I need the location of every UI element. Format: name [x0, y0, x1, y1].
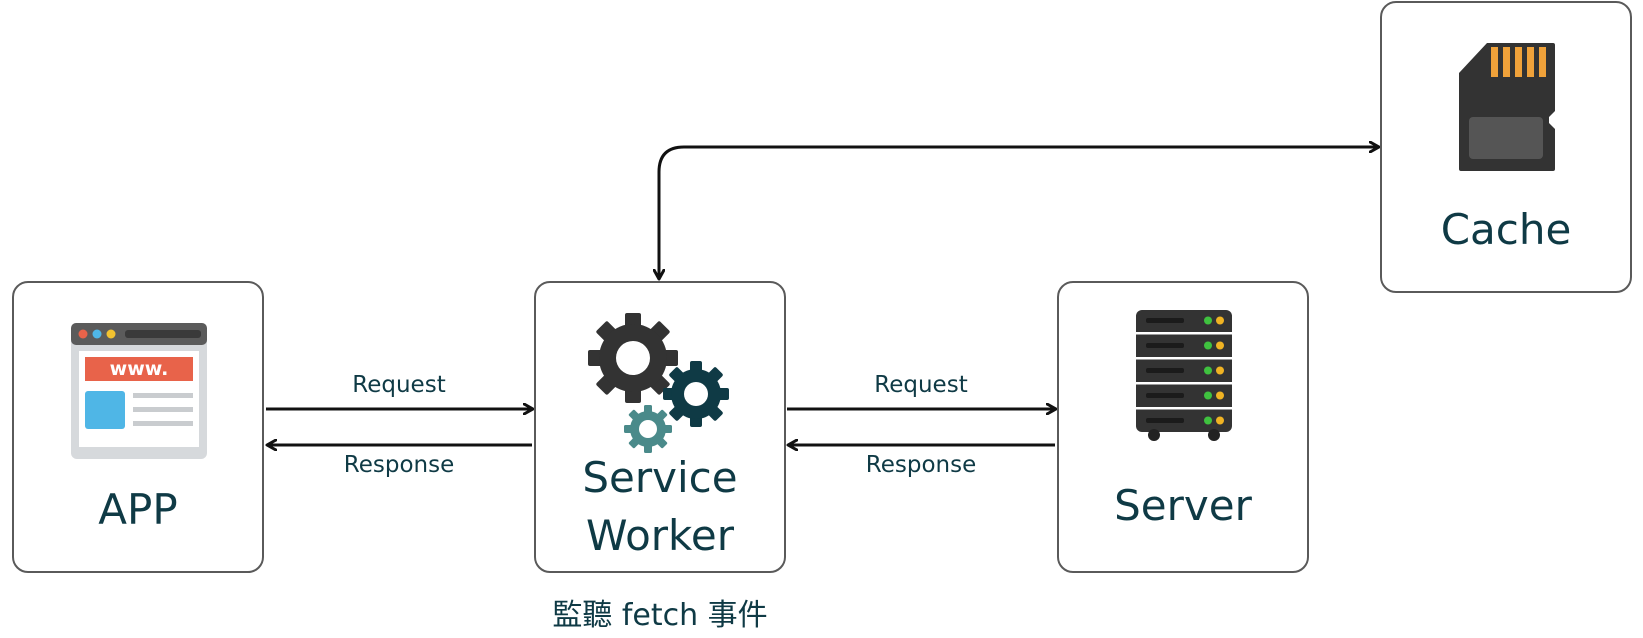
browser-www-text: www. — [110, 358, 169, 380]
gears-icon — [588, 313, 729, 453]
edge-label-sw-app-response: Response — [343, 452, 455, 478]
browser-window-icon: www. — [71, 323, 207, 459]
edge-label-sw-server-request: Request — [874, 372, 968, 398]
server-label: Server — [1114, 481, 1252, 530]
cache-node: Cache — [1380, 1, 1632, 293]
edge-label-app-sw-request: Request — [352, 372, 446, 398]
edge-label-server-sw-response: Response — [865, 452, 977, 478]
arrow-sw-cache-bidirectional — [659, 147, 1378, 278]
server-rack-icon — [1136, 310, 1232, 441]
server-node: Server — [1057, 281, 1309, 573]
app-node: www. APP — [12, 281, 264, 573]
sd-card-icon — [1459, 43, 1555, 171]
service-worker-label-line2: Worker — [586, 511, 734, 560]
app-label: APP — [98, 485, 178, 534]
service-worker-node: Service Worker — [534, 281, 786, 573]
server-rack-body — [1136, 310, 1232, 441]
service-worker-label-line1: Service — [582, 453, 738, 502]
service-worker-caption: 監聽 fetch 事件 — [552, 598, 768, 633]
cache-label: Cache — [1440, 205, 1572, 254]
